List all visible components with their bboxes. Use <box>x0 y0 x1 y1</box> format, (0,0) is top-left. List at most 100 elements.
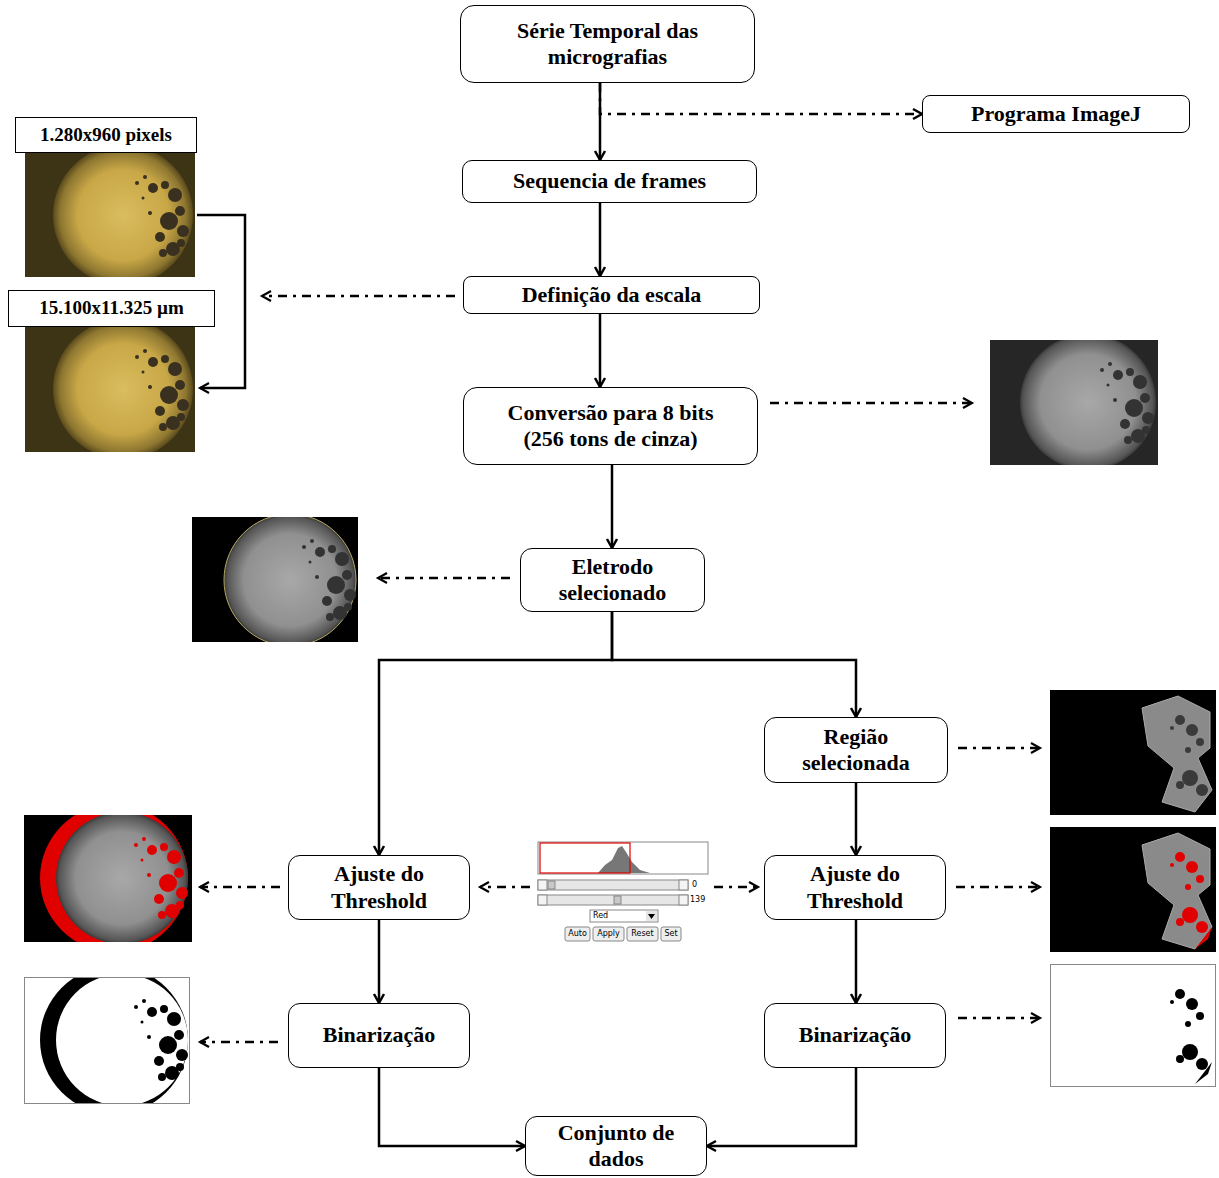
node-text: Binarização <box>323 1022 435 1048</box>
threshold-widget <box>679 895 688 905</box>
node-text: Sequencia de frames <box>513 168 706 194</box>
region-selection <box>1142 696 1212 812</box>
flow-arrow <box>378 920 381 1003</box>
binary-region <box>1051 965 1216 1087</box>
threshold-widget <box>646 911 657 921</box>
size-label-box: 1.280x960 pixels <box>15 117 197 153</box>
micrograph-color <box>53 145 193 285</box>
threshold-widget <box>538 895 547 905</box>
threshold-widget <box>538 842 708 941</box>
threshold-widget <box>540 843 630 873</box>
dashed-arrow <box>600 83 922 114</box>
threshold-widget <box>538 880 688 890</box>
button-label: Set <box>661 927 681 941</box>
electrode-selection <box>224 514 356 646</box>
button-label: Reset <box>627 927 658 941</box>
threshold-widget <box>614 896 621 904</box>
process-box: Sequencia de frames <box>462 160 757 203</box>
node-text: Definição da escala <box>522 282 702 308</box>
output-arrow <box>956 886 1040 889</box>
slider-value: 139 <box>690 895 714 905</box>
output-arrow <box>200 296 1040 1042</box>
process-box: Ajuste do Threshold <box>764 855 946 920</box>
threshold-widget <box>598 846 650 873</box>
output-arrow <box>378 577 510 580</box>
node-text: Série Temporal das micrografias <box>483 18 732 71</box>
threshold-widget <box>548 881 555 889</box>
micrograph-scaled <box>53 319 193 459</box>
threshold-widget <box>593 927 624 941</box>
output-arrow <box>262 295 455 298</box>
node-text: Conversão para 8 bits (256 tons de cinza… <box>499 400 722 453</box>
binary-full <box>24 966 190 1114</box>
process-box: Definição da escala <box>463 276 760 314</box>
threshold-widget <box>648 914 655 919</box>
node-text: Binarização <box>799 1022 911 1048</box>
node-text: Eletrodo selecionado <box>535 554 690 607</box>
flow-arrow <box>379 1068 525 1146</box>
output-arrow <box>714 886 758 889</box>
process-box: Série Temporal das micrografias <box>460 5 755 83</box>
binary-full <box>40 966 188 1114</box>
threshold-full <box>134 837 188 919</box>
output-arrow <box>200 1041 278 1044</box>
binary-full <box>25 978 190 1104</box>
region-selection <box>1050 690 1216 815</box>
button-label: Apply <box>593 927 624 941</box>
threshold-region <box>1050 827 1216 952</box>
threshold-region <box>1050 827 1216 952</box>
threshold-widget <box>538 880 547 890</box>
micrograph-scaled <box>25 319 195 459</box>
micrograph-color <box>25 145 195 285</box>
micrograph-color <box>135 175 189 257</box>
binary-region <box>1050 964 1216 1087</box>
threshold-full <box>56 812 188 944</box>
region-selection <box>1050 690 1216 815</box>
flow-arrow <box>855 920 858 1003</box>
binary-region <box>1195 1062 1212 1084</box>
node-text: Ajuste do Threshold <box>303 861 455 914</box>
flow-arrow <box>599 203 602 276</box>
threshold-widget <box>538 842 708 874</box>
binary-region <box>1050 964 1216 1087</box>
flow-arrow <box>611 465 614 548</box>
output-arrow <box>958 747 1040 750</box>
electrode-selection <box>302 539 356 621</box>
threshold-full <box>40 804 188 952</box>
node-text: 1.280x960 pixels <box>40 124 172 147</box>
process-box: Ajuste do Threshold <box>288 855 470 920</box>
binary-full <box>56 974 188 1106</box>
output-arrow <box>958 1017 1040 1020</box>
process-box: Eletrodo selecionado <box>520 548 705 612</box>
micrograph-gray <box>1020 334 1156 470</box>
flow-arrow <box>707 1068 856 1146</box>
result-box: Conjunto de dados <box>525 1116 707 1176</box>
node-text: Ajuste do Threshold <box>779 861 931 914</box>
threshold-region <box>1195 927 1212 949</box>
threshold-region <box>1142 833 1212 949</box>
process-box: Conversão para 8 bits (256 tons de cinza… <box>463 387 758 465</box>
threshold-widget <box>627 927 658 941</box>
threshold-full <box>24 804 192 952</box>
node-text: Programa ImageJ <box>971 101 1141 127</box>
node-text: Conjunto de dados <box>540 1120 692 1173</box>
flow-arrow <box>599 314 602 387</box>
process-box: Binarização <box>288 1003 470 1068</box>
size-label-box: 15.100x11.325 µm <box>8 290 215 327</box>
binary-full <box>134 999 188 1081</box>
flow-arrow <box>599 83 602 160</box>
dropdown-value: Red <box>593 910 643 922</box>
output-arrow <box>200 886 280 889</box>
threshold-widget <box>590 910 658 922</box>
flow-arrow <box>379 612 612 855</box>
flow-arrow <box>612 612 856 717</box>
slider-value: 0 <box>692 880 714 890</box>
output-arrow <box>770 402 972 405</box>
node-text: 15.100x11.325 µm <box>39 297 183 320</box>
process-box: Região selecionada <box>764 717 948 783</box>
threshold-widget <box>565 927 590 941</box>
threshold-region <box>1170 852 1208 933</box>
binary-region <box>1170 989 1208 1070</box>
